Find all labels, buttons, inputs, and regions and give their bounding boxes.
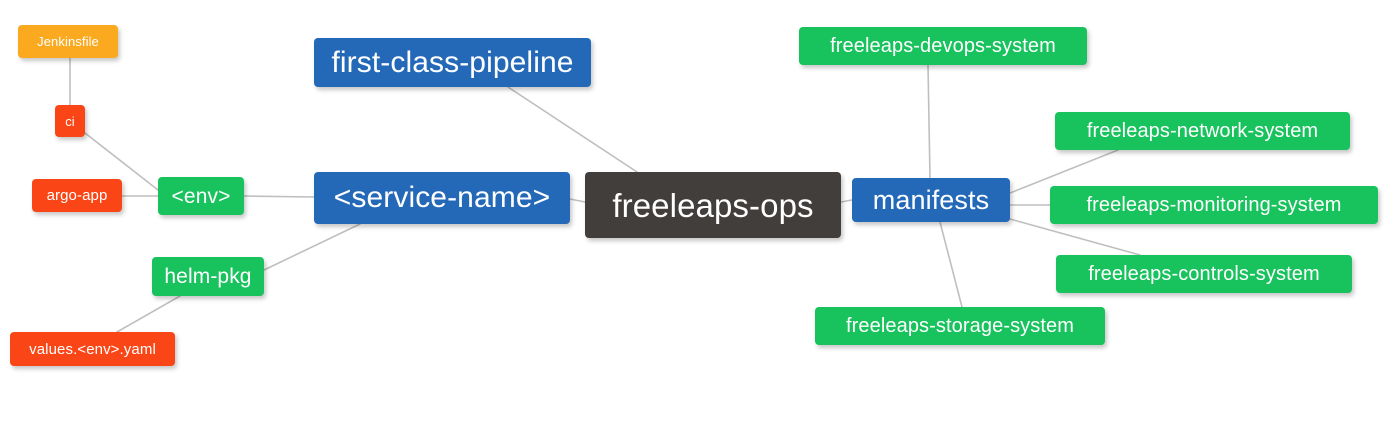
node-manifests[interactable]: manifests <box>852 178 1010 222</box>
edge-service-name-to-freeleaps-ops <box>569 198 586 203</box>
node-ci[interactable]: ci <box>55 105 85 137</box>
node-helm-pkg[interactable]: helm-pkg <box>152 257 264 296</box>
node-values-env-yaml[interactable]: values.<env>.yaml <box>10 332 175 366</box>
edge-helm-pkg-to-values-env-yaml <box>116 295 181 333</box>
node-devops-system[interactable]: freeleaps-devops-system <box>799 27 1087 65</box>
node-env[interactable]: <env> <box>158 177 244 215</box>
edge-first-class-pipeline-to-freeleaps-ops <box>507 86 638 173</box>
edge-manifests-to-devops-system <box>927 64 931 179</box>
node-freeleaps-ops[interactable]: freeleaps-ops <box>585 172 841 238</box>
node-monitoring-system[interactable]: freeleaps-monitoring-system <box>1050 186 1378 224</box>
edge-env-to-service-name <box>243 195 315 198</box>
node-argo-app[interactable]: argo-app <box>32 179 122 212</box>
edge-freeleaps-ops-to-manifests <box>840 199 853 203</box>
edge-manifests-to-storage-system <box>939 221 963 308</box>
node-controls-system[interactable]: freeleaps-controls-system <box>1056 255 1352 293</box>
node-jenkinsfile[interactable]: Jenkinsfile <box>18 25 118 58</box>
node-service-name[interactable]: <service-name> <box>314 172 570 224</box>
node-first-class-pipeline[interactable]: first-class-pipeline <box>314 38 591 87</box>
node-network-system[interactable]: freeleaps-network-system <box>1055 112 1350 150</box>
edge-manifests-to-controls-system <box>1009 218 1141 256</box>
edge-service-name-to-helm-pkg <box>263 223 361 271</box>
node-storage-system[interactable]: freeleaps-storage-system <box>815 307 1105 345</box>
